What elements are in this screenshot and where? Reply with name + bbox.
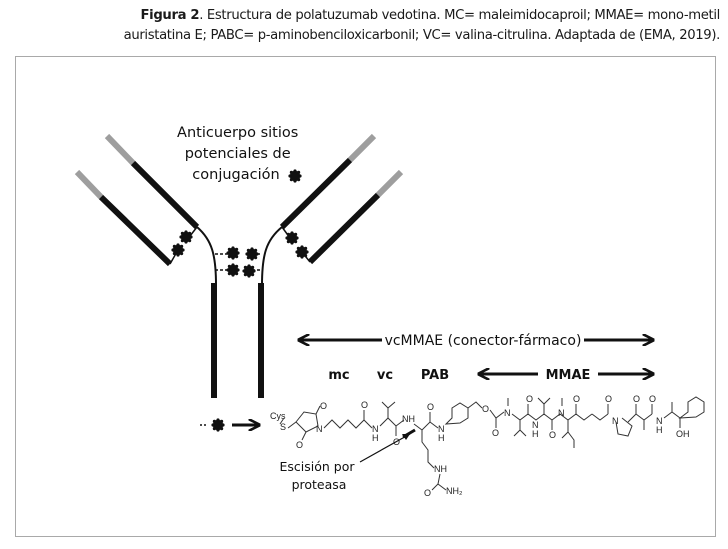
atom-o: O	[296, 440, 303, 450]
atom-nh2: NH₂	[446, 486, 463, 496]
atom-oh: OH	[676, 429, 690, 439]
atom-n: N	[558, 408, 565, 418]
drug-payload-icon	[171, 243, 185, 257]
drug-payload-icon	[242, 264, 256, 278]
segment-labels: mc vc PAB MMAE	[328, 368, 652, 383]
figure-caption: Figura 2. Estructura de polatuzumab vedo…	[20, 6, 721, 46]
atom-n: N	[438, 424, 445, 434]
atom-h: H	[438, 433, 445, 443]
atom-o: O	[492, 428, 499, 438]
cleavage-label: Escisión por proteasa	[280, 459, 359, 492]
figure-label: Figura 2	[140, 8, 200, 23]
caption-text-1: . Estructura de polatuzumab vedotina. MC…	[199, 8, 720, 23]
figure-frame	[15, 56, 716, 537]
atom-o: O	[424, 488, 431, 498]
atom-n: N	[504, 408, 511, 418]
cleavage-label-line-2: proteasa	[292, 477, 347, 492]
heavy-chain-right-variable	[347, 133, 377, 163]
atom-h: H	[656, 425, 663, 435]
light-chain-left	[98, 194, 173, 267]
segment-mmae: MMAE	[546, 368, 591, 383]
antibody-label-line-3: conjugación	[192, 167, 279, 183]
antibody-label-line-1: Anticuerpo sitios	[177, 125, 298, 141]
drug-payload-icon	[179, 230, 193, 244]
vcmmae-chemical-structure: Cys S O O N O N H O NH O NH O NH₂ N H O	[270, 394, 705, 498]
atom-cys: Cys	[270, 411, 286, 421]
atom-n: N	[372, 424, 379, 434]
atom-nh: NH	[434, 464, 447, 474]
segment-vc: vc	[377, 368, 393, 383]
atom-o: O	[427, 402, 434, 412]
atom-o: O	[526, 394, 533, 404]
drug-payload-icon	[226, 246, 240, 260]
linker-drug-label: vcMMAE (conector-fármaco)	[385, 333, 582, 349]
atom-o: O	[482, 404, 489, 414]
atom-o: O	[605, 394, 612, 404]
drug-payload-icon	[211, 418, 225, 432]
atom-n: N	[656, 416, 663, 426]
heavy-chain-left-arm	[130, 160, 200, 230]
atom-o: O	[361, 400, 368, 410]
atom-h: H	[372, 433, 379, 443]
cleavage-pointer	[359, 428, 416, 463]
conjugation-arrow	[200, 418, 258, 432]
cleavage-label-line-1: Escisión por	[280, 459, 356, 474]
atom-o: O	[573, 394, 580, 404]
atom-s: S	[280, 422, 286, 432]
heavy-chain-right-arm	[279, 157, 353, 230]
drug-payload-icon	[245, 247, 259, 261]
segment-pab: PAB	[421, 368, 449, 383]
heavy-chain-left-variable	[104, 133, 136, 166]
light-chain-right	[307, 192, 381, 265]
atom-n: N	[316, 424, 323, 434]
caption-line-1: Figura 2. Estructura de polatuzumab vedo…	[20, 6, 721, 26]
drug-payload-icon	[226, 263, 240, 277]
legend-drug-icon	[288, 169, 302, 183]
atom-o: O	[633, 394, 640, 404]
linker-drug-span: vcMMAE (conector-fármaco)	[300, 333, 652, 349]
atom-n: N	[532, 420, 539, 430]
atom-nh: NH	[402, 414, 415, 424]
antibody-label-line-2: potenciales de	[185, 146, 291, 162]
atom-o: O	[649, 394, 656, 404]
drug-payload-icon	[285, 231, 299, 245]
light-chain-right-variable	[375, 169, 404, 198]
drug-payload-icon	[295, 245, 309, 259]
caption-line-2: auristatina E; PABC= p-aminobenciloxicar…	[123, 28, 721, 43]
atom-h: H	[532, 429, 539, 439]
antibody-label: Anticuerpo sitios potenciales de conjuga…	[177, 125, 303, 183]
hinge-right	[261, 226, 283, 286]
segment-mc: mc	[328, 368, 349, 383]
light-chain-left-variable	[74, 169, 104, 200]
antibody	[74, 133, 404, 398]
atom-o: O	[320, 401, 327, 411]
atom-o: O	[549, 430, 556, 440]
hinge-left	[196, 226, 217, 286]
atom-n: N	[612, 416, 619, 426]
